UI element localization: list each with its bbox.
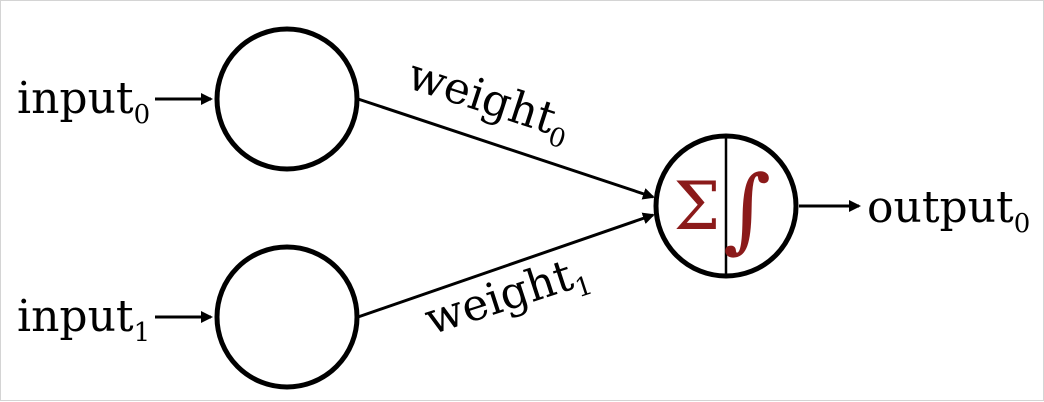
weight-0-label: weight0: [400, 49, 578, 155]
input-0-label: input0: [17, 73, 150, 130]
weight-0-edge: [357, 97, 655, 200]
input-1-node: [214, 244, 360, 390]
weight-1-label: weight1: [419, 245, 597, 351]
sum-icon: Σ: [674, 168, 721, 245]
activation-icon: ∫: [723, 156, 771, 263]
input-1-label: input1: [17, 291, 150, 348]
output-label: output0: [867, 182, 1030, 239]
weight-1-edge: [357, 212, 655, 319]
input-0-node: [214, 26, 360, 172]
